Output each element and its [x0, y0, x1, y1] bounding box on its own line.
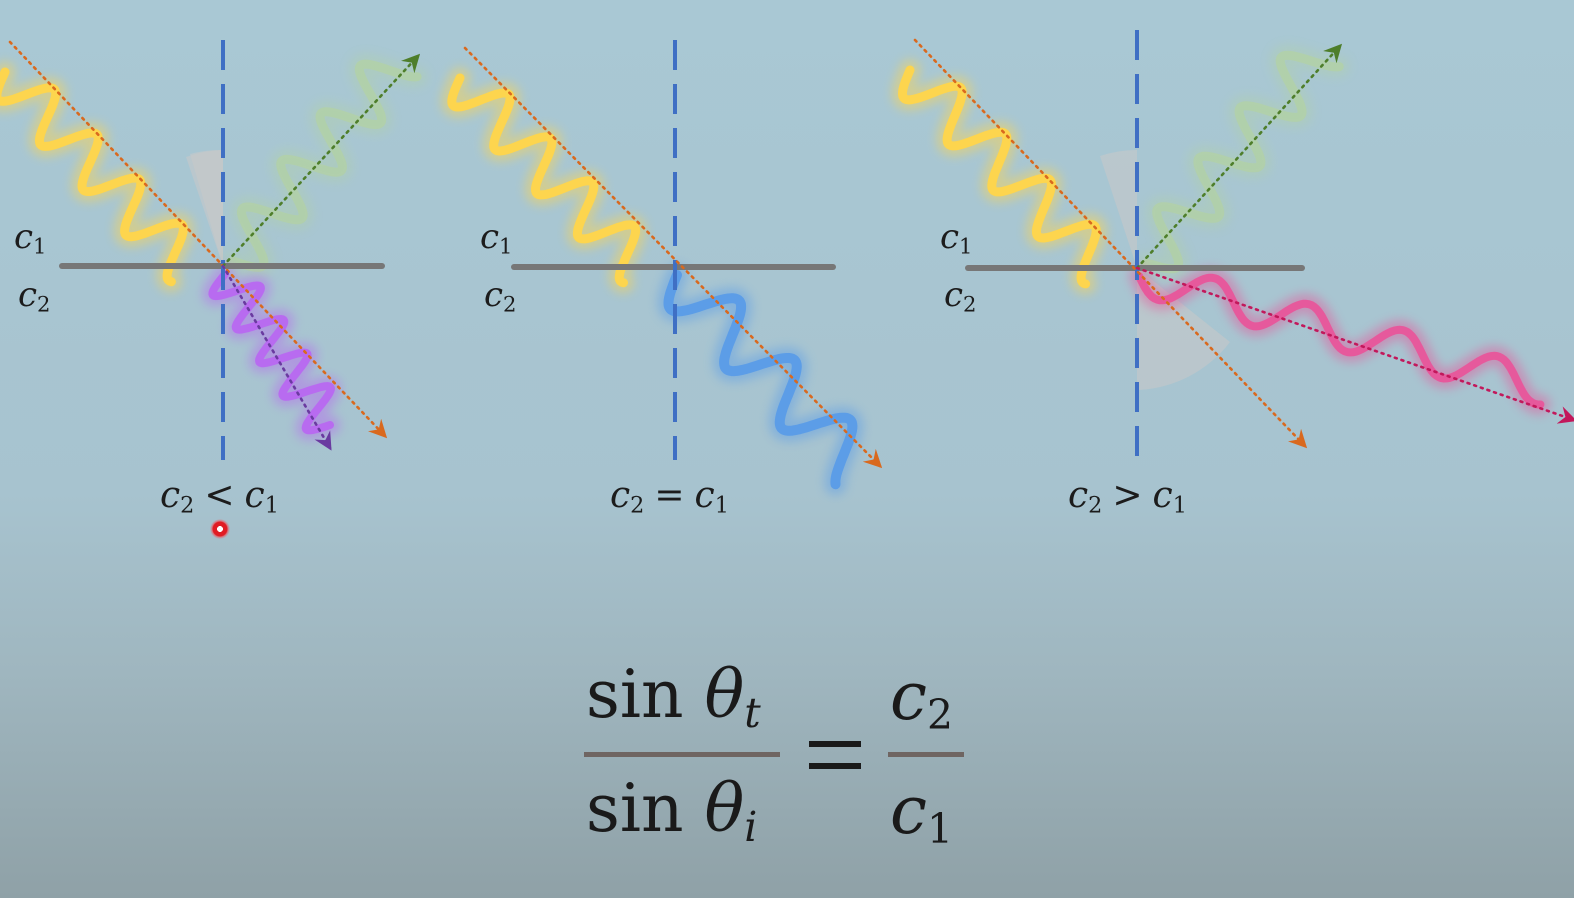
panel1-reflected-wave: [222, 53, 428, 278]
panel2-condition: c2=c1: [610, 475, 729, 519]
panel1-refracted-ray: [221, 264, 332, 451]
panel3-incidence-angle-wedge: [1100, 150, 1137, 268]
panel3-c2-label: c2: [944, 275, 977, 317]
formula-denominator: sin θi: [586, 770, 758, 852]
panel2-c2-label: c2: [484, 275, 517, 317]
formula-left-fraction-bar: [584, 752, 780, 757]
panel2-incident-ray: [463, 46, 883, 469]
snell-formula: sin θt sin θi = c2 c1: [578, 650, 978, 870]
panel3-reflected-wave: [1136, 44, 1350, 280]
panel1-condition: c2<c1: [160, 475, 279, 519]
panel3-incident-ray: [913, 38, 1308, 449]
panel3-transmitted-wave: [1129, 266, 1551, 415]
panel1-incident-ray: [8, 40, 388, 439]
panel1-refraction-angle-wedge: [190, 149, 223, 266]
panel1-reflected-ray: [221, 53, 421, 268]
panel3-refracted-ray: [1135, 266, 1574, 424]
panel2-incident-wave: [441, 67, 647, 294]
panel1-c1-label: c1: [14, 217, 47, 259]
panel1-c2-label: c2: [18, 275, 51, 317]
formula-right-numerator: c2: [890, 658, 953, 740]
cursor-dot-icon: [210, 519, 230, 539]
panel3-c1-label: c1: [940, 217, 973, 259]
panel2-transmitted-wave: [657, 264, 864, 496]
panel1-transmitted-wave: [202, 264, 341, 441]
panel3-reflected-ray: [1135, 43, 1343, 270]
panel3-incident-wave: [891, 59, 1107, 295]
formula-right-denominator: c1: [890, 772, 953, 854]
panel3-condition: c2>c1: [1068, 475, 1187, 519]
panel2-c1-label: c1: [480, 217, 513, 259]
formula-equals-top: [809, 741, 861, 747]
formula-equals-bottom: [809, 763, 861, 769]
formula-numerator: sin θt: [586, 656, 761, 738]
formula-right-fraction-bar: [888, 752, 964, 757]
